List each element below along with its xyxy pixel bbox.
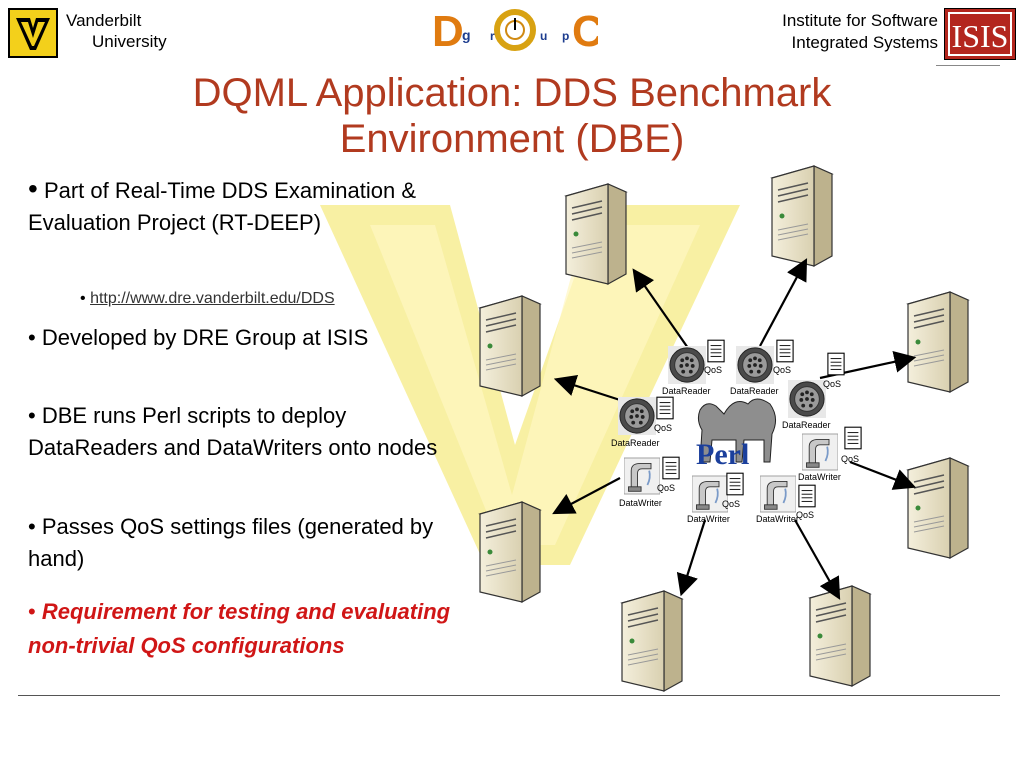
bullet-rt-deep-text: Part of Real-Time DDS Examination & Eval…	[28, 178, 417, 235]
server-node	[565, 183, 627, 285]
datareader-4: QoS DataReader	[611, 396, 674, 448]
vanderbilt-line2: University	[92, 32, 167, 51]
isis-logo-text: ISIS	[952, 18, 1009, 54]
datawriter-2: QoS DataWriter	[687, 472, 744, 524]
qos-label: QoS	[657, 483, 675, 493]
bullet-perl-scripts: • DBE runs Perl scripts to deploy DataRe…	[28, 403, 438, 460]
server-node	[809, 585, 871, 687]
svg-text:D: D	[432, 7, 464, 54]
svg-text:r: r	[490, 29, 495, 43]
deployment-diagram: Perl QoS DataReader QoS DataReader QoS D…	[479, 165, 969, 692]
qos-label: QoS	[796, 510, 814, 520]
slide-title: DQML Application: DDS Benchmark Environm…	[192, 71, 832, 161]
dds-link[interactable]: http://www.dre.vanderbilt.edu/DDS	[90, 290, 335, 307]
server-node	[621, 590, 683, 692]
footer-rule	[18, 695, 1000, 696]
bullet-developed-by: • Developed by DRE Group at ISIS	[28, 325, 369, 350]
datawriter-3: QoS DataWriter	[756, 475, 816, 524]
qos-label: QoS	[654, 423, 672, 433]
datawriter-1: QoS DataWriter	[619, 456, 680, 508]
deploy-arrow	[759, 258, 808, 347]
svg-text:C: C	[572, 7, 598, 54]
bullet-requirement: • Requirement for testing and evaluating…	[28, 595, 458, 663]
qos-label: QoS	[773, 365, 791, 375]
qos-label: QoS	[704, 365, 722, 375]
svg-text:p: p	[562, 29, 569, 43]
perl-camel-logo: Perl	[696, 398, 776, 471]
perl-label: Perl	[696, 438, 749, 471]
bullet-requirement-text: Requirement for testing and evaluating n…	[28, 599, 451, 658]
svg-text:g: g	[462, 27, 471, 43]
vanderbilt-wordmark: Vanderbilt University	[66, 10, 167, 52]
bullet-dot: •	[28, 599, 36, 624]
datawriter-label: DataWriter	[756, 514, 799, 524]
server-node	[771, 165, 833, 267]
isis-line2: Integrated Systems	[791, 33, 938, 52]
doc-group-logo: D g r u p C	[430, 6, 604, 56]
deploy-arrow	[849, 460, 917, 490]
datareader-label: DataReader	[611, 438, 660, 448]
bullet-dot: •	[28, 173, 38, 204]
deploy-arrow	[676, 519, 707, 597]
datawriter-label: DataWriter	[687, 514, 730, 524]
server-node	[907, 457, 969, 559]
datareader-1: QoS DataReader	[662, 339, 725, 396]
bullet-rt-deep: • Part of Real-Time DDS Examination & Ev…	[28, 173, 458, 239]
isis-logo: ISIS	[944, 8, 1016, 60]
header-rule	[936, 65, 1000, 66]
datareader-label: DataReader	[782, 420, 831, 430]
server-node	[479, 501, 541, 603]
isis-wordmark: Institute for Software Integrated System…	[738, 10, 938, 54]
datawriter-4: QoS DataWriter	[798, 426, 862, 482]
server-node	[479, 295, 541, 397]
svg-text:u: u	[540, 29, 547, 43]
server-node	[907, 291, 969, 393]
deploy-arrow	[552, 477, 621, 515]
deploy-arrow	[553, 374, 621, 402]
deploy-arrow	[632, 268, 689, 349]
bullet-qos-files: • Passes QoS settings files (generated b…	[28, 514, 434, 571]
datawriter-label: DataWriter	[619, 498, 662, 508]
sub-bullet-dot: •	[80, 290, 86, 307]
datawriter-label: DataWriter	[798, 472, 841, 482]
datareader-label: DataReader	[730, 386, 779, 396]
qos-label: QoS	[841, 454, 859, 464]
qos-label: QoS	[722, 499, 740, 509]
sub-bullet-link: • http://www.dre.vanderbilt.edu/DDS	[80, 290, 335, 308]
vanderbilt-watermark	[300, 195, 750, 575]
vanderbilt-logo	[8, 8, 58, 58]
deploy-arrow	[794, 519, 841, 600]
qos-label: QoS	[823, 379, 841, 389]
datareader-label: DataReader	[662, 386, 711, 396]
vanderbilt-line1: Vanderbilt	[66, 11, 142, 30]
datareader-3: QoS DataReader	[782, 352, 845, 430]
isis-line1: Institute for Software	[782, 11, 938, 30]
datareader-2: QoS DataReader	[730, 339, 794, 396]
